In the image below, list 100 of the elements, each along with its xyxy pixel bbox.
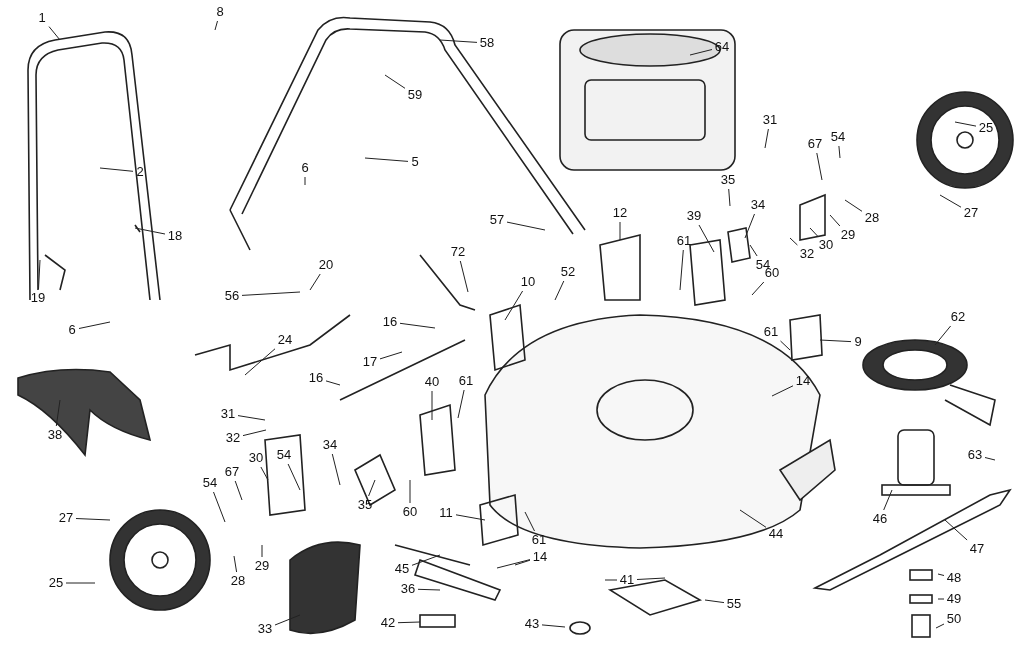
leader-line (819, 339, 852, 343)
callout-number: 63 (966, 447, 984, 463)
callout-number: 57 (488, 212, 506, 228)
callout-number: 39 (685, 208, 703, 224)
leader-line (134, 227, 166, 235)
callout-number: 34 (749, 197, 767, 213)
leader-line (304, 176, 306, 186)
leader-line (364, 157, 409, 162)
leader-line (409, 479, 411, 504)
callout-number: 67 (806, 136, 824, 152)
callout-number: 61 (530, 532, 548, 548)
leader-line (237, 415, 266, 421)
callout-number: 9 (852, 334, 864, 350)
callout-number: 28 (229, 573, 247, 589)
callout-number: 61 (675, 233, 693, 249)
leader-line (504, 290, 524, 321)
leader-line (883, 489, 893, 511)
callout-number: 6 (299, 160, 311, 176)
callout-number: 25 (47, 575, 65, 591)
leader-line (780, 340, 791, 351)
callout-number: 2 (134, 164, 146, 180)
leader-line (679, 249, 684, 291)
leader-line (749, 244, 758, 257)
callout-number: 14 (531, 549, 549, 565)
callout-number: 6 (66, 322, 78, 338)
leader-line (541, 624, 566, 628)
leader-line (214, 20, 218, 31)
leader-line (764, 128, 769, 149)
leader-line (944, 519, 968, 541)
callout-number: 33 (256, 621, 274, 637)
leader-line (213, 491, 226, 523)
leader-line (244, 348, 276, 376)
callout-number: 28 (863, 210, 881, 226)
callout-number: 31 (219, 406, 237, 422)
leader-line (744, 213, 755, 239)
callout-number: 34 (321, 437, 339, 453)
callout-number: 41 (618, 572, 636, 588)
callout-number: 29 (253, 558, 271, 574)
leader-line (728, 188, 731, 207)
callout-number: 10 (519, 274, 537, 290)
leader-line (554, 280, 565, 301)
leader-line (816, 152, 823, 181)
callout-number: 55 (725, 596, 743, 612)
leader-line (260, 466, 269, 481)
callout-number: 8 (214, 4, 226, 20)
callout-number: 58 (478, 35, 496, 51)
leader-line (48, 26, 61, 41)
leader-line (309, 273, 321, 291)
leader-line (287, 463, 301, 491)
callout-number: 19 (29, 290, 47, 306)
leader-line (368, 479, 376, 497)
leader-line (417, 588, 441, 591)
callout-number: 27 (57, 510, 75, 526)
callout-number: 62 (949, 309, 967, 325)
callout-number: 36 (399, 581, 417, 597)
callout-number: 72 (449, 244, 467, 260)
leader-line (829, 214, 841, 227)
leader-line (704, 599, 725, 604)
leader-line (937, 598, 945, 600)
leader-line (636, 577, 666, 580)
callout-number: 20 (317, 257, 335, 273)
leader-line (809, 227, 818, 237)
leader-line (751, 281, 765, 296)
callout-number: 67 (223, 464, 241, 480)
leader-line (739, 509, 767, 528)
leader-line (431, 390, 433, 421)
callout-number: 54 (201, 475, 219, 491)
leader-line (75, 518, 111, 521)
callout-number: 16 (381, 314, 399, 330)
callout-number: 17 (361, 354, 379, 370)
leader-line (524, 511, 535, 532)
callout-number: 16 (307, 370, 325, 386)
leader-line (411, 554, 441, 566)
leader-line (496, 559, 531, 569)
callout-number: 47 (968, 541, 986, 557)
leader-line (604, 579, 618, 581)
leader-line (379, 351, 403, 360)
callout-number: 61 (762, 324, 780, 340)
leader-line (331, 453, 341, 486)
leader-line (771, 385, 794, 397)
leader-line (844, 199, 863, 212)
leader-line (984, 457, 996, 461)
callout-number: 30 (817, 237, 835, 253)
callout-number: 54 (275, 447, 293, 463)
callout-number: 64 (713, 39, 731, 55)
leader-line (234, 480, 243, 501)
leader-line (99, 167, 134, 172)
callout-number: 31 (761, 112, 779, 128)
callout-number: 29 (839, 227, 857, 243)
callout-number: 27 (962, 205, 980, 221)
leader-line (233, 555, 238, 573)
callout-number: 11 (437, 505, 455, 521)
leader-line (514, 559, 531, 566)
leader-line (399, 322, 436, 329)
leader-line (506, 221, 546, 231)
callout-number: 5 (409, 154, 421, 170)
callout-number: 56 (223, 288, 241, 304)
leader-line (459, 260, 469, 293)
leader-line (241, 291, 301, 296)
leader-line (325, 380, 341, 386)
